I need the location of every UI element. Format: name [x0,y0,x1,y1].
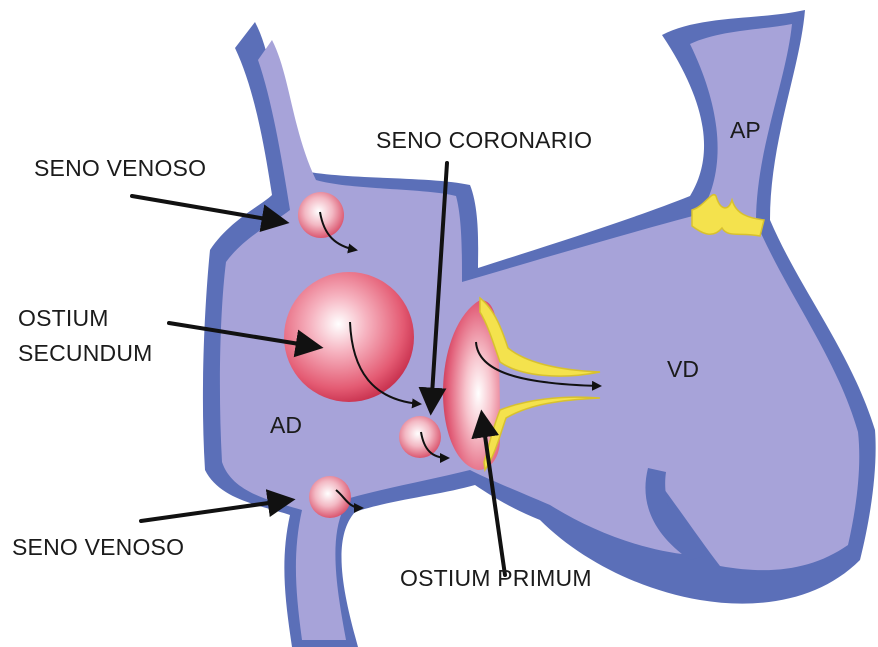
ostium-secundum-defect [284,272,414,402]
label-vd: VD [667,356,699,382]
pointer-seno-venoso-bottom [141,500,290,521]
coronary-sinus-defect [399,416,441,458]
label-seno-coronario: SENO CORONARIO [376,127,592,153]
sinus-venosus-inferior-defect [309,476,351,518]
label-seno-venoso-bottom: SENO VENOSO [12,534,184,560]
label-ostium-primum: OSTIUM PRIMUM [400,565,592,591]
label-ap: AP [730,117,761,143]
label-ad: AD [270,412,302,438]
label-ostium-secundum-line1: OSTIUM [18,305,109,331]
label-seno-venoso-top: SENO VENOSO [34,155,206,181]
label-ostium-secundum-line2: SECUNDUM [18,340,153,366]
